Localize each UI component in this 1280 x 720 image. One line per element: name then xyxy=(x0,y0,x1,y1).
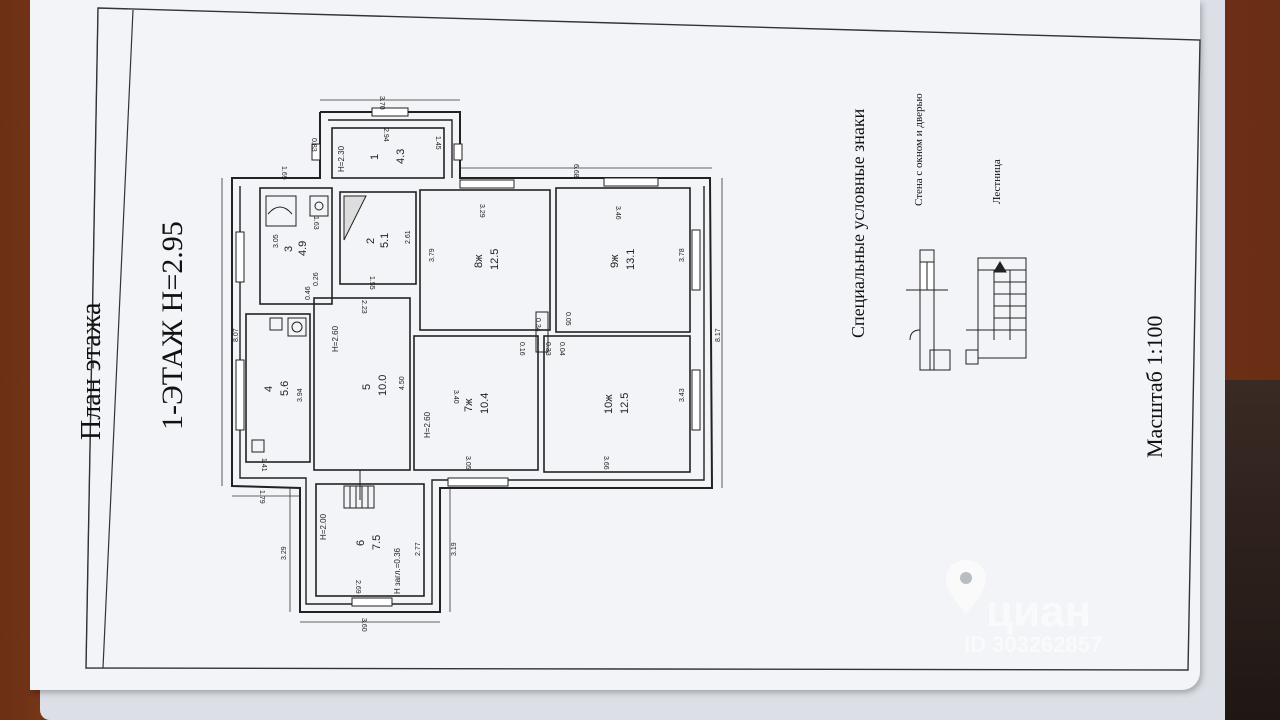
dim-label: 0.34 xyxy=(534,318,541,332)
room-2-area: 5.1 xyxy=(379,233,391,248)
dim-label: 8.07 xyxy=(233,328,240,342)
walls xyxy=(231,111,714,613)
room-7-area: 10.4 xyxy=(479,393,491,414)
dim-label: 3.19 xyxy=(451,542,458,556)
room-4-area: 5.6 xyxy=(279,381,291,396)
dim-label: 1.55 xyxy=(368,276,375,290)
dim-label: 3.60 xyxy=(360,618,367,632)
dim-label: 2.69 xyxy=(354,580,361,594)
dim-label: 2.23 xyxy=(360,300,367,314)
room-9-area: 13.1 xyxy=(625,249,637,270)
dim-label: 3.05 xyxy=(464,456,471,470)
dim-label: 1.63 xyxy=(312,216,319,230)
stairs-symbol xyxy=(343,195,375,509)
room-6-note: Н загл.=0.36 xyxy=(393,547,402,594)
dim-label: 3.05 xyxy=(273,234,280,248)
watermark-brand: циан xyxy=(986,587,1091,636)
dim-label: 0.04 xyxy=(558,342,565,356)
scale-label: Масштаб 1:100 xyxy=(1142,316,1167,458)
dim-label: 0.83 xyxy=(310,138,317,152)
dim-label: 1.45 xyxy=(434,136,441,150)
cian-watermark: циан ID 303262857 xyxy=(946,560,1102,657)
dim-label: 3.78 xyxy=(679,248,686,262)
dim-label: 0.16 xyxy=(518,342,525,356)
room-7-number: 7ж xyxy=(463,398,475,412)
legend-stairs-label: Лестница xyxy=(991,159,1003,204)
dim-label: 0.33 xyxy=(544,342,551,356)
dim-label: 2.77 xyxy=(415,542,422,556)
sheet-frame xyxy=(85,7,1201,671)
dim-label: 3.79 xyxy=(429,248,436,262)
stairs-legend-icon xyxy=(965,257,1027,365)
wall-symbol-icon xyxy=(906,249,951,371)
dim-label: 8.17 xyxy=(715,328,722,342)
room-1-area: 4.3 xyxy=(395,149,407,164)
dim-label: 1.69 xyxy=(280,166,287,180)
room-1-height: Н=2.30 xyxy=(337,145,346,172)
room-6-area: 7.5 xyxy=(371,535,383,550)
legend: Специальные условные знаки Стена с окном… xyxy=(848,93,1027,371)
dim-label: 1.79 xyxy=(258,490,265,504)
dim-label: 0.26 xyxy=(313,272,320,286)
dim-label: 2.94 xyxy=(382,128,389,142)
floor-label: 1-ЭТАЖ Н=2.95 xyxy=(156,221,189,430)
sheet-heading: План этажа xyxy=(76,302,107,440)
room-7-height: Н=2.60 xyxy=(423,411,432,438)
dim-label: 3.43 xyxy=(679,388,686,402)
dim-label: 3.70 xyxy=(378,96,385,110)
dim-label: 3.94 xyxy=(297,388,304,402)
room-5-area: 10.0 xyxy=(377,375,389,396)
dimension-lines xyxy=(221,99,723,623)
room-6-height: Н=2.00 xyxy=(319,513,328,540)
watermark-listing-id: ID 303262857 xyxy=(964,632,1102,657)
document-page xyxy=(30,0,1200,690)
dim-label: 0.05 xyxy=(564,312,571,326)
map-pin-icon xyxy=(946,560,986,613)
room-2-number: 2 xyxy=(365,238,377,244)
room-10-number: 10ж xyxy=(603,394,615,414)
dim-label: 3.66 xyxy=(602,456,609,470)
room-3-number: 3 xyxy=(283,246,295,252)
room-8-area: 12.5 xyxy=(489,249,501,270)
dim-label: 3.29 xyxy=(281,546,288,560)
room-5-height: Н=2.60 xyxy=(331,325,340,352)
room-6-number: 6 xyxy=(355,540,367,546)
dim-label: 2.61 xyxy=(405,230,412,244)
dim-label: 1.41 xyxy=(260,458,267,472)
dim-label: 6.68 xyxy=(572,164,579,178)
dimension-values: 3.70 2.94 1.45 0.83 1.69 6.68 8.07 8.17 … xyxy=(233,96,722,632)
room-1-number: 1 xyxy=(369,154,381,160)
fixtures xyxy=(251,195,549,453)
dim-label: 4.50 xyxy=(399,376,406,390)
dim-label: 3.40 xyxy=(452,390,459,404)
room-5-number: 5 xyxy=(361,384,373,390)
dim-label: 3.46 xyxy=(614,206,621,220)
legend-wall-label: Стена с окном и дверью xyxy=(913,93,925,206)
room-labels: 1 4.3 Н=2.30 2 5.1 3 4.9 4 5.6 5 10.0 Н=… xyxy=(263,145,637,594)
room-10-area: 12.5 xyxy=(619,393,631,414)
windows xyxy=(235,107,701,607)
legend-title: Специальные условные знаки xyxy=(848,108,868,338)
room-8-number: 8ж xyxy=(473,254,485,268)
dim-label: 3.29 xyxy=(478,204,485,218)
dim-label: 0.46 xyxy=(305,286,312,300)
room-9-number: 9ж xyxy=(609,254,621,268)
room-4-number: 4 xyxy=(263,386,275,392)
room-3-area: 4.9 xyxy=(297,241,309,256)
